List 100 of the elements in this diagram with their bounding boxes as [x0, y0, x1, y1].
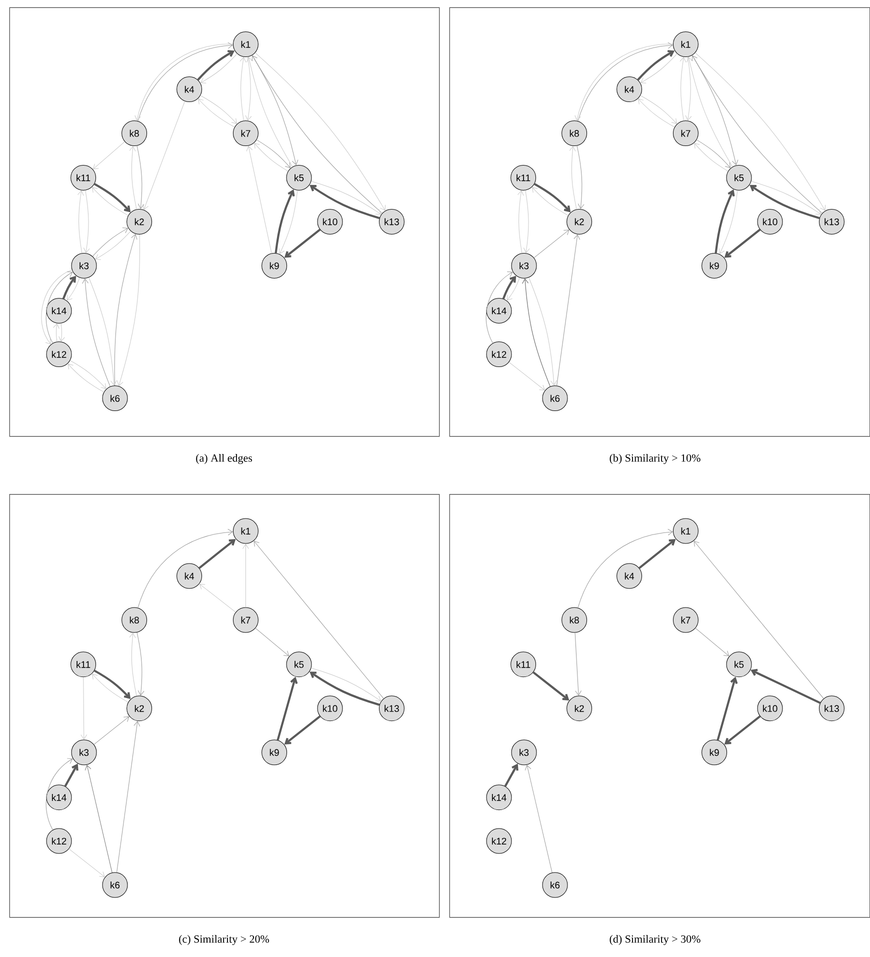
graph-node: k8: [562, 120, 588, 146]
arrow: [524, 765, 552, 873]
arrow: [750, 184, 820, 220]
arrow: [88, 277, 117, 386]
graph-node: k6: [102, 386, 128, 412]
panel-caption: (d) Similarity > 30%: [610, 935, 700, 945]
arrow: [92, 187, 128, 216]
arrow: [246, 56, 293, 167]
arrow: [77, 190, 84, 254]
arrow: [685, 56, 692, 120]
arrow: [199, 584, 236, 612]
arrow: [692, 55, 738, 166]
arrow: [724, 228, 761, 258]
arrow: [138, 528, 233, 608]
graph-node: k13: [818, 208, 844, 234]
arrow: [523, 190, 530, 253]
arrow: [142, 100, 186, 210]
arrow: [532, 671, 570, 701]
graph-node: k12: [46, 828, 72, 854]
arrow: [136, 632, 144, 696]
arrow: [576, 146, 584, 209]
arrow: [569, 146, 577, 210]
arrow: [686, 56, 733, 167]
arrow: [508, 362, 545, 390]
arrow: [94, 716, 130, 745]
graph-node: k2: [126, 696, 152, 722]
arrow: [724, 715, 761, 744]
graph-node: k2: [566, 208, 592, 234]
graph-node: k8: [122, 607, 148, 633]
graph-node: k11: [510, 164, 536, 190]
graph-node: k3: [511, 252, 537, 278]
graph-node: k5: [286, 652, 312, 678]
arrow: [751, 181, 822, 214]
arrow: [502, 276, 516, 300]
graph-node: k11: [70, 164, 96, 190]
graph-node: k4: [616, 563, 642, 589]
graph-node: k3: [511, 740, 537, 766]
graph-node: k7: [672, 607, 698, 633]
graph-node: k7: [232, 607, 258, 633]
arrow: [116, 721, 140, 873]
arrow: [517, 190, 524, 254]
graph-node: k7: [672, 120, 698, 146]
arrow: [638, 538, 676, 569]
graph-node: k12: [46, 342, 72, 368]
arrow: [574, 632, 582, 696]
arrow: [93, 141, 125, 170]
arrow: [242, 544, 249, 608]
arrow: [83, 190, 90, 253]
arrow: [245, 56, 252, 120]
arrow: [556, 234, 580, 386]
arrow: [82, 278, 110, 387]
graph-node: k2: [566, 696, 592, 722]
graph-node: k5: [726, 164, 752, 190]
arrow: [578, 528, 673, 608]
arrow: [129, 632, 137, 696]
arrow: [278, 190, 298, 254]
arrow: [46, 271, 73, 344]
graph-node: k11: [510, 652, 536, 678]
graph-node: k1: [232, 518, 258, 544]
arrow: [680, 57, 686, 121]
arrow: [716, 676, 738, 740]
arrow: [84, 765, 112, 873]
arrow: [94, 183, 131, 212]
arrow: [46, 758, 73, 830]
graph-node: k1: [232, 32, 258, 58]
arrow: [310, 184, 380, 220]
arrow: [252, 55, 298, 166]
arrow: [284, 715, 321, 744]
arrow: [528, 277, 557, 386]
graph-node: k9: [702, 740, 728, 766]
arrow: [310, 181, 382, 214]
graph-node: k6: [542, 386, 568, 412]
graph-node: k10: [757, 696, 783, 722]
graph-node: k12: [486, 342, 512, 368]
graph-node: k13: [378, 696, 404, 722]
arrow: [486, 271, 513, 344]
graph-node: k13: [818, 696, 844, 722]
graph-node: k2: [126, 208, 152, 234]
arrow: [534, 230, 570, 258]
arrow: [522, 278, 550, 387]
arrow: [694, 540, 824, 699]
arrow: [129, 146, 137, 210]
graph-node: k10: [317, 696, 343, 722]
arrow: [284, 228, 321, 258]
graph-node: k1: [672, 518, 698, 544]
graph-node: k9: [262, 252, 288, 278]
arrow: [718, 190, 738, 254]
arrow: [274, 189, 295, 254]
arrow: [255, 628, 290, 656]
graph-node: k14: [46, 784, 72, 810]
arrow: [198, 538, 236, 569]
arrow: [534, 183, 571, 212]
graph-node: k6: [542, 872, 568, 898]
arrow: [310, 668, 382, 702]
arrow: [41, 270, 72, 344]
graph-node: k3: [71, 740, 97, 766]
graph-node: k13: [378, 208, 404, 234]
graph-node: k5: [726, 652, 752, 678]
graph-node: k7: [232, 120, 258, 146]
panel-caption: (a) All edges: [196, 454, 252, 464]
